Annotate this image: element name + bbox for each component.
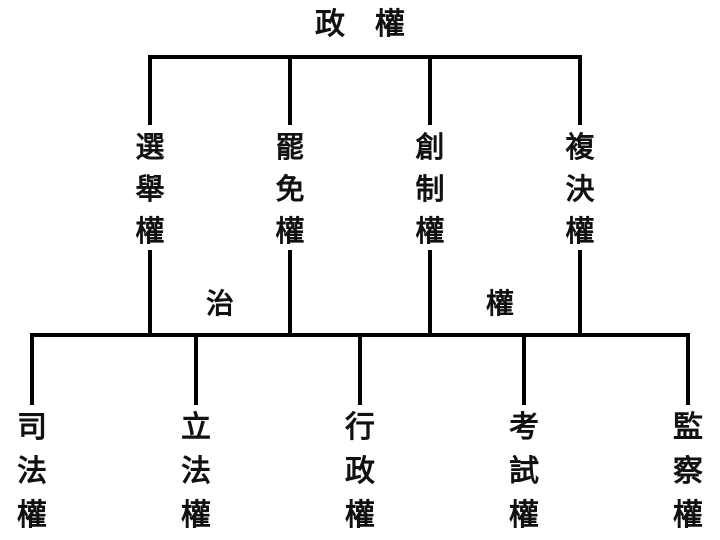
connector-top-to-referendum xyxy=(578,55,582,125)
node-initiative: 創 制 權 xyxy=(408,126,452,252)
node-referendum-char-1: 複 xyxy=(565,130,595,164)
node-initiative-char-3: 權 xyxy=(415,214,445,248)
node-recall: 罷 免 權 xyxy=(268,126,312,252)
node-recall-char-3: 權 xyxy=(275,214,305,248)
node-control-char-2: 察 xyxy=(673,454,703,489)
node-election-char-3: 權 xyxy=(135,214,165,248)
node-judicial: 司 法 權 xyxy=(10,406,54,538)
connector-bottom-to-control xyxy=(686,333,690,405)
node-examination-char-3: 權 xyxy=(509,498,539,533)
connector-bottom-to-judicial xyxy=(30,333,34,405)
node-control: 監 察 權 xyxy=(666,406,710,538)
node-referendum-char-2: 決 xyxy=(565,172,595,206)
connector-top-to-recall xyxy=(288,55,292,125)
node-legislative-char-2: 法 xyxy=(181,454,211,489)
node-judicial-char-2: 法 xyxy=(17,454,47,489)
node-election: 選 舉 權 xyxy=(128,126,172,252)
top-horizontal-connector xyxy=(148,55,582,59)
connector-top-to-election xyxy=(148,55,152,125)
middle-label-governing: 治 xyxy=(205,287,234,320)
connector-recall-to-bottom xyxy=(288,250,292,335)
node-recall-char-2: 免 xyxy=(275,172,305,206)
middle-label-power: 權 xyxy=(485,287,514,320)
node-legislative-char-1: 立 xyxy=(181,410,211,445)
node-legislative: 立 法 權 xyxy=(174,406,218,538)
connector-top-to-initiative xyxy=(428,55,432,125)
node-initiative-char-2: 制 xyxy=(415,172,445,206)
node-initiative-char-1: 創 xyxy=(415,130,445,164)
node-control-char-3: 權 xyxy=(673,498,703,533)
node-judicial-char-1: 司 xyxy=(17,410,47,445)
node-executive-char-1: 行 xyxy=(345,410,375,445)
node-executive-char-2: 政 xyxy=(345,454,375,489)
node-referendum: 複 決 權 xyxy=(558,126,602,252)
node-examination-char-2: 試 xyxy=(509,454,539,489)
connector-bottom-to-examination xyxy=(522,333,526,405)
node-executive: 行 政 權 xyxy=(338,406,382,538)
connector-referendum-to-bottom xyxy=(578,250,582,335)
node-election-char-1: 選 xyxy=(135,130,165,164)
node-executive-char-3: 權 xyxy=(345,498,375,533)
connector-election-to-bottom xyxy=(148,250,152,335)
connector-bottom-to-executive xyxy=(358,333,362,405)
node-examination-char-1: 考 xyxy=(509,410,539,445)
connector-initiative-to-bottom xyxy=(428,250,432,335)
diagram-title: 政 權 xyxy=(315,7,405,42)
node-control-char-1: 監 xyxy=(673,410,703,445)
node-examination: 考 試 權 xyxy=(502,406,546,538)
node-election-char-2: 舉 xyxy=(135,172,165,206)
connector-bottom-to-legislative xyxy=(194,333,198,405)
node-legislative-char-3: 權 xyxy=(181,498,211,533)
node-recall-char-1: 罷 xyxy=(275,130,305,164)
node-judicial-char-3: 權 xyxy=(17,498,47,533)
node-referendum-char-3: 權 xyxy=(565,214,595,248)
